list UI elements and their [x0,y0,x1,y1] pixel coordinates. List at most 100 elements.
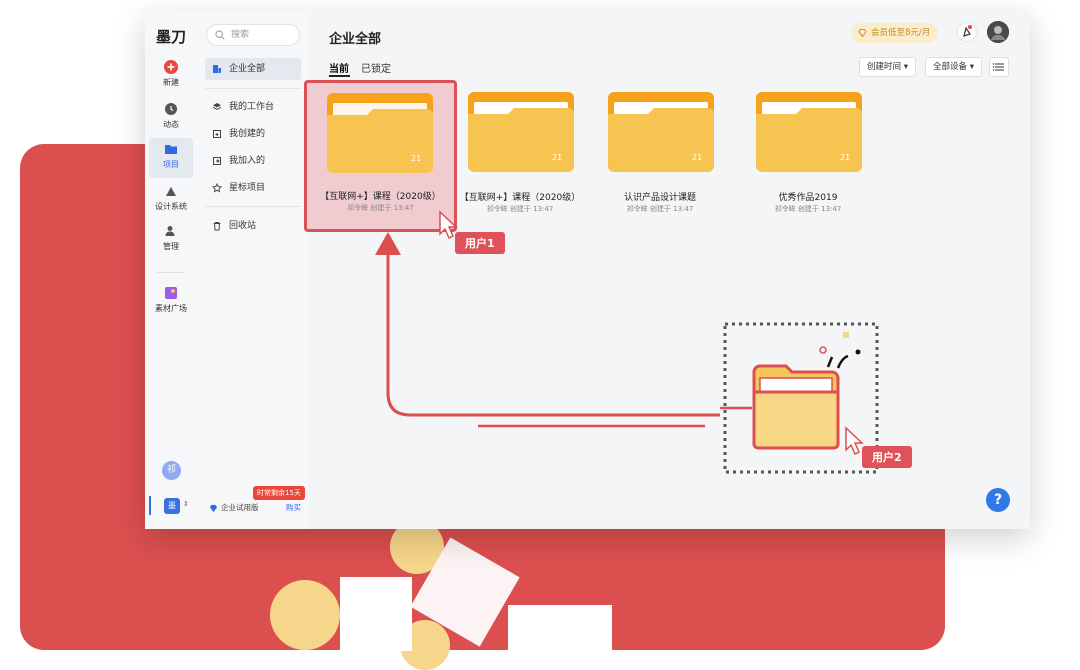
avatar-image [987,21,1009,43]
rail-item-label: 管理 [163,242,179,251]
joined-icon [213,157,221,165]
sort-dropdown[interactable]: 创建时间 ▾ [859,57,916,77]
sidebar-divider [205,88,301,89]
rail-item-label: 动态 [163,120,179,129]
sidebar-item-trash[interactable]: 回收站 [205,215,301,237]
card-meta: 祁令眸 创建于 13:47 [626,205,694,213]
rail-item-label: 设计系统 [155,202,187,211]
rail-item-label: 项目 [163,160,179,169]
sidebar-item-workspace[interactable]: 我的工作台 [205,96,301,118]
chevron-down-icon: ▾ [903,62,908,72]
trial-remaining-badge: 时常剩余15天 [253,486,305,500]
sidebar-item-label: 我创建的 [229,129,266,139]
card-meta: 祁令眸 创建于 13:47 [774,205,842,213]
clock-icon [165,103,177,115]
deco-square [508,605,612,651]
folder-icon: 21 [468,92,574,172]
layers-icon [212,103,222,110]
card-title: 【互联网+】课程（2020级） [320,192,441,202]
project-card[interactable]: 21 认识产品设计课题 祁令眸 创建于 13:47 [592,92,728,222]
main-content: 企业全部 会员低至8元/月 当前 已锁定 创建时间 ▾ 全部设备 ▾ 21 [304,10,1030,529]
rail-item-activity[interactable]: 动态 [149,98,193,138]
deco-circle [270,580,340,650]
sidebar-item-company-all[interactable]: 企业全部 [205,58,301,80]
card-meta: 祁令眸 创建于 13:47 [347,204,414,212]
folder-icon [165,145,177,154]
sidebar-item-label: 我的工作台 [229,102,275,112]
help-button[interactable]: ? [986,488,1010,512]
company-icon [213,65,221,73]
users-icon [165,226,175,236]
app-logo: 墨刀 [155,28,186,46]
sort-label: 创建时间 [867,62,902,72]
rail-item-design-system[interactable]: 设计系统 [149,180,193,220]
project-card[interactable]: 21 优秀作品2019 祁令眸 创建于 13:47 [740,92,876,222]
team-indicator [149,496,151,515]
card-member-count: 21 [692,153,702,162]
created-icon [213,130,221,138]
design-icon [166,187,176,196]
rail-item-label: 新建 [163,78,179,87]
sidebar-item-joined[interactable]: 我加入的 [205,150,301,172]
user1-label: 用户1 [455,232,505,254]
rail-item-projects[interactable]: 项目 [149,138,193,178]
rail-divider [157,272,185,273]
star-icon [212,183,222,193]
secondary-sidebar: 搜索 企业全部 我的工作台 我创建的 我加入的 星标项目 回收站 时常剩余15天 [197,10,310,529]
trial-label-text: 企业试用版 [221,503,259,512]
buy-link[interactable]: 购买 [286,503,301,512]
promo-badge[interactable]: 会员低至8元/月 [851,23,939,43]
rail-item-new[interactable]: 新建 [149,56,193,96]
trash-icon [213,222,221,231]
sidebar-item-label: 星标项目 [229,183,266,193]
app-window: 墨刀 新建 动态 项目 设计系统 管理 素材广场 祁 墨 ⇕ [145,10,1030,529]
diamond-icon [209,504,218,512]
sidebar-item-created[interactable]: 我创建的 [205,123,301,145]
card-member-count: 21 [552,153,562,162]
diamond-icon [858,29,867,37]
sidebar-item-starred[interactable]: 星标项目 [205,177,301,199]
sidebar-divider [205,206,301,207]
card-title: 优秀作品2019 [778,193,838,203]
list-icon [992,63,1004,71]
card-title: 【互联网+】课程（2020级） [459,193,581,203]
card-member-count: 21 [840,153,850,162]
user2-label: 用户2 [862,446,912,468]
left-rail: 墨刀 新建 动态 项目 设计系统 管理 素材广场 祁 墨 ⇕ [145,10,198,529]
rail-item-label: 素材广场 [155,304,187,313]
search-icon [215,30,225,40]
gallery-icon [165,287,177,299]
card-member-count: 21 [411,154,421,163]
sidebar-item-label: 我加入的 [229,156,266,166]
user-avatar[interactable]: 祁 [162,461,181,480]
notification-icon[interactable] [957,22,977,42]
device-label: 全部设备 [933,62,968,72]
header-avatar[interactable] [987,21,1009,43]
card-meta: 祁令眸 创建于 13:47 [486,205,554,213]
folder-icon: 21 [327,93,433,173]
chevron-down-icon: ▾ [969,62,974,72]
project-card[interactable]: 21 【互联网+】课程（2020级） 祁令眸 创建于 13:47 [304,80,457,232]
project-card[interactable]: 21 【互联网+】课程（2020级） 祁令眸 创建于 13:47 [452,92,588,222]
card-title: 认识产品设计课题 [623,193,696,203]
page-title: 企业全部 [329,32,382,47]
rail-item-gallery[interactable]: 素材广场 [149,282,193,322]
bell-icon [963,25,972,37]
trial-label: 企业试用版 [209,502,259,513]
tab-current[interactable]: 当前 [329,64,349,75]
sidebar-item-label: 回收站 [229,221,257,231]
folder-icon: 21 [608,92,714,172]
folder-icon: 21 [756,92,862,172]
search-input[interactable]: 搜索 [206,24,300,46]
chevron-updown-icon[interactable]: ⇕ [183,500,189,508]
team-switcher[interactable]: 墨 [164,498,180,514]
device-dropdown[interactable]: 全部设备 ▾ [925,57,982,77]
sidebar-item-label: 企业全部 [229,64,266,74]
rail-item-manage[interactable]: 管理 [149,220,193,260]
active-tab-underline [329,75,350,77]
search-placeholder: 搜索 [231,30,250,40]
tab-locked[interactable]: 已锁定 [361,64,391,75]
promo-text: 会员低至8元/月 [871,28,931,38]
list-view-button[interactable] [989,57,1009,77]
deco-square [340,577,412,651]
